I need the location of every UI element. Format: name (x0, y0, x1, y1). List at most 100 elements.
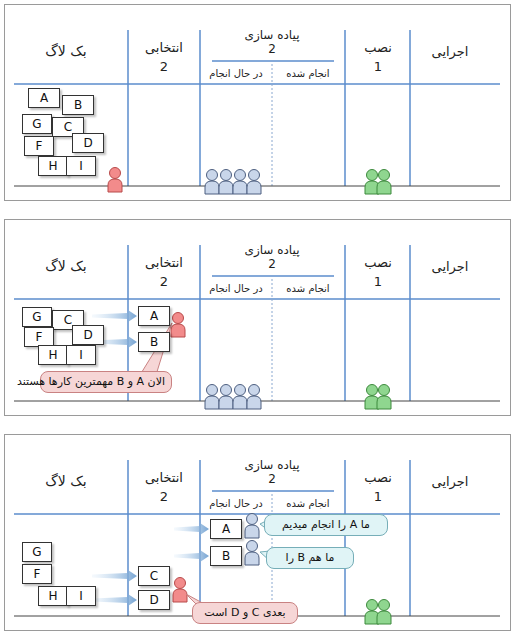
task-card: D (72, 133, 104, 153)
task-card: F (24, 327, 54, 347)
task-card: H (38, 586, 68, 606)
node-text: B (222, 549, 230, 563)
node-text: F (36, 330, 43, 344)
speech-callout: ما هم B را (266, 547, 354, 569)
node-text: H (48, 348, 57, 362)
column-header: 2 (268, 473, 276, 486)
column-header: در حال انجام (209, 498, 262, 509)
pull-arrow (92, 594, 137, 606)
node-text: I (79, 159, 83, 173)
task-card: I (66, 156, 96, 176)
subheader-line (212, 490, 334, 492)
speech-callout: بعدی C و D است (192, 602, 298, 624)
column-divider (127, 30, 129, 186)
column-header: انجام شده (286, 283, 329, 294)
column-header: انتخابی (145, 471, 183, 485)
task-card: A (210, 519, 242, 539)
column-header: 2 (160, 60, 168, 74)
node-text: C (64, 120, 72, 134)
board-panel (5, 220, 511, 416)
person-figure (219, 385, 233, 410)
subheader-line (212, 60, 334, 62)
node-text: D (83, 136, 92, 150)
person-figure (245, 541, 259, 566)
person-figure (171, 313, 185, 338)
column-divider (409, 30, 411, 186)
column-header: 2 (268, 258, 276, 271)
node-text: بعدی C و D است (199, 606, 291, 620)
person-figure (205, 170, 219, 195)
node-text: H (48, 159, 57, 173)
person-figure (108, 168, 122, 193)
node-text: B (74, 98, 82, 112)
node-text: A (222, 522, 230, 536)
column-header: 1 (374, 490, 382, 504)
node-text: A (40, 91, 48, 105)
person-figure (247, 385, 261, 410)
pull-arrow (174, 550, 209, 562)
task-card: D (72, 325, 104, 345)
person-figure (233, 385, 247, 410)
subcolumn-divider (272, 64, 273, 186)
person-figure (377, 385, 391, 410)
node-text: C (150, 569, 158, 583)
node-text: F (36, 139, 43, 153)
column-header: اجرایی (432, 45, 469, 59)
header-line (14, 298, 500, 300)
column-header: نصب (364, 256, 392, 270)
pull-arrow (92, 310, 137, 322)
node-text: H (48, 589, 57, 603)
person-figure (233, 170, 247, 195)
column-header: 2 (160, 275, 168, 289)
task-card: H (38, 345, 68, 365)
task-card: A (138, 306, 170, 326)
column-divider (344, 460, 346, 616)
column-header: پیاده سازی (245, 29, 300, 42)
column-header: 1 (374, 275, 382, 289)
task-card: D (138, 590, 170, 610)
node-text: G (32, 117, 41, 131)
column-header: انتخابی (145, 256, 183, 270)
task-card: B (210, 546, 242, 566)
task-card: H (38, 156, 68, 176)
pull-arrow (92, 570, 137, 582)
node-text: I (79, 589, 83, 603)
column-header: نصب (364, 471, 392, 485)
column-header: بک لاگ (45, 44, 86, 59)
column-header: 2 (268, 43, 276, 56)
person-figure (245, 514, 259, 539)
node-text: C (64, 313, 72, 327)
board-panel (5, 435, 511, 631)
panel-frame (5, 435, 511, 631)
column-header: اجرایی (432, 475, 469, 489)
node-text: ما A را انجام میدیم (271, 518, 381, 532)
node-text: D (83, 328, 92, 342)
column-header: در حال انجام (209, 283, 262, 294)
node-text: F (34, 567, 41, 581)
person-figure (173, 578, 187, 603)
column-divider (127, 460, 129, 616)
node-text: D (149, 593, 158, 607)
column-header: انجام شده (286, 498, 329, 509)
task-card: F (24, 136, 54, 156)
column-header: 1 (374, 60, 382, 74)
person-figure (377, 600, 391, 625)
person-figure (219, 170, 233, 195)
task-card: C (138, 566, 170, 586)
node-text: ما هم B را (273, 551, 347, 565)
person-figure (205, 385, 219, 410)
column-header: بک لاگ (45, 474, 86, 489)
node-text: B (150, 335, 158, 349)
task-card: B (62, 95, 94, 115)
task-card: I (66, 345, 96, 365)
task-card: A (28, 88, 60, 108)
task-card: I (66, 586, 96, 606)
panel-frame (5, 220, 511, 416)
column-header: انجام شده (286, 68, 329, 79)
node-text: الان A و B مهمترین کارها هستند (47, 375, 165, 389)
column-divider (344, 245, 346, 401)
task-card: G (22, 114, 52, 134)
column-header: پیاده سازی (245, 459, 300, 472)
task-card: G (22, 307, 52, 327)
